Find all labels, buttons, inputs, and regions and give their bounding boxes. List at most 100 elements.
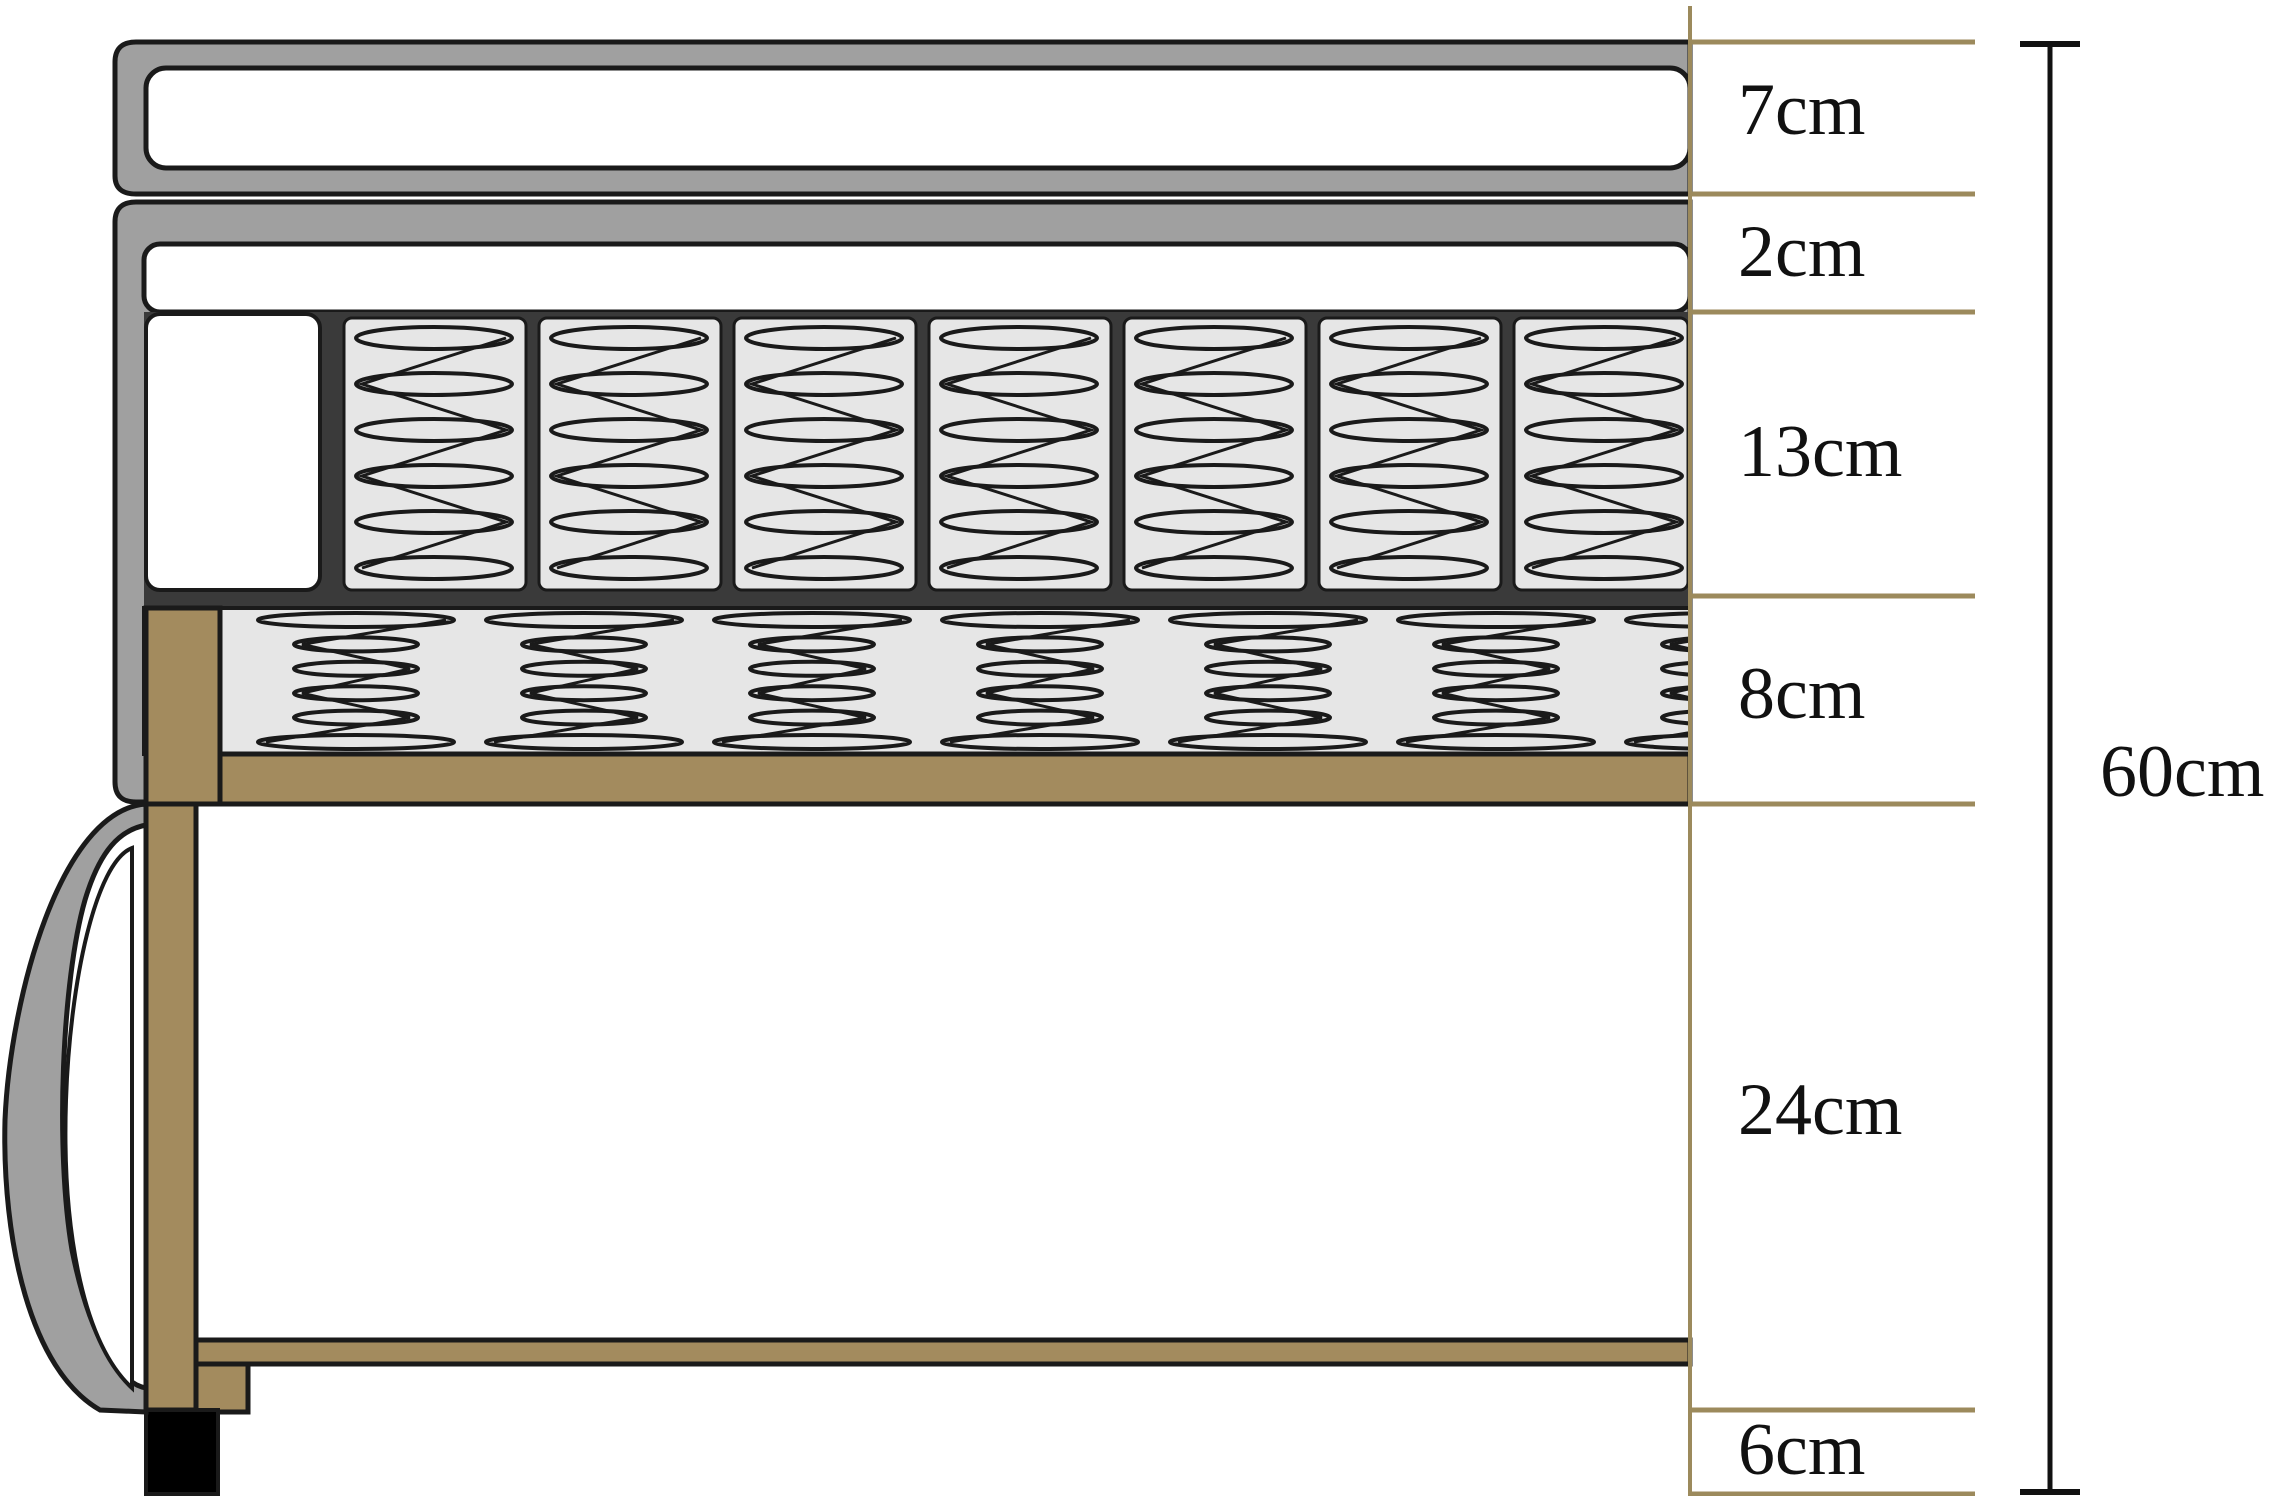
spring-coil <box>744 509 904 535</box>
spring-wire <box>1332 336 1486 570</box>
spring-coil <box>1329 555 1489 581</box>
spring-coil <box>354 325 514 351</box>
pocket-spring <box>342 316 528 592</box>
spring-coil <box>354 463 514 489</box>
spring-coil <box>1329 417 1489 443</box>
layer-label-bonnell: 8cm <box>1738 653 1865 735</box>
spring-coil <box>744 463 904 489</box>
spring-wire <box>1177 618 1359 744</box>
spring-coil <box>1168 733 1368 751</box>
spring-coil <box>1134 371 1294 397</box>
spring-coil <box>976 708 1104 727</box>
spring-coil <box>744 371 904 397</box>
spring-coil <box>549 555 709 581</box>
spring-coil <box>292 635 420 654</box>
bonnell-spring <box>940 611 1140 751</box>
frame-top-rail <box>217 751 1693 807</box>
spring-coil <box>354 509 514 535</box>
spring-wire <box>942 336 1096 570</box>
total-height-bracket <box>2020 41 2080 1495</box>
spring-coil <box>940 733 1140 751</box>
spring-coil <box>292 684 420 703</box>
layer-label-comfort: 2cm <box>1738 211 1865 293</box>
pocket-spring <box>927 316 1113 592</box>
spring-wire <box>1405 618 1587 744</box>
spring-coil <box>484 611 684 629</box>
spring-coil <box>744 417 904 443</box>
frame-bottom-rail <box>193 1337 1693 1367</box>
layer-label-base: 24cm <box>1738 1069 1902 1151</box>
spring-coil <box>1204 659 1332 678</box>
spring-coil <box>1329 371 1489 397</box>
spring-wire <box>493 618 675 744</box>
spring-coil <box>1524 371 1684 397</box>
comfort-layer <box>141 241 1693 315</box>
spring-coil <box>520 635 648 654</box>
frame-leg <box>143 801 199 1413</box>
spring-coil <box>939 463 1099 489</box>
spring-coil <box>939 325 1099 351</box>
spring-coil <box>1524 463 1684 489</box>
pocket-spring <box>1512 316 1690 592</box>
spring-coil <box>1660 661 1688 677</box>
spring-coil <box>748 684 876 703</box>
spring-coil <box>1329 509 1489 535</box>
spring-wire <box>552 336 706 570</box>
spring-coil <box>1396 733 1596 751</box>
spring-wire <box>747 336 901 570</box>
spring-coil <box>712 611 912 629</box>
spring-coil <box>748 708 876 727</box>
spring-coil <box>549 509 709 535</box>
pocket-spring <box>537 316 723 592</box>
spring-wire <box>721 618 903 744</box>
spring-coil <box>976 684 1104 703</box>
spring-wire <box>949 618 1131 744</box>
mattress <box>112 199 1693 805</box>
pocket-spring-row <box>342 316 1690 592</box>
spring-coil <box>1432 708 1560 727</box>
spring-coil <box>1524 509 1684 535</box>
spring-coil <box>1432 635 1560 654</box>
edge-foam <box>144 312 322 592</box>
spring-wire <box>357 336 511 570</box>
spring-coil <box>1432 659 1560 678</box>
side-handle <box>2 801 149 1415</box>
spring-coil <box>1624 733 1688 751</box>
spring-coil <box>292 659 420 678</box>
spring-coil <box>354 371 514 397</box>
spring-coil <box>1329 463 1489 489</box>
pocket-spring <box>1122 316 1308 592</box>
spring-coil <box>1134 509 1294 535</box>
spring-coil <box>1134 463 1294 489</box>
spring-coil <box>939 555 1099 581</box>
spring-coil <box>484 733 684 751</box>
spring-coil <box>976 635 1104 654</box>
spring-coil <box>1524 325 1684 351</box>
spring-coil <box>1524 417 1684 443</box>
bed-foot <box>144 1408 220 1496</box>
spring-coil <box>1134 325 1294 351</box>
bonnell-spring <box>1168 611 1368 751</box>
spring-coil <box>549 417 709 443</box>
spring-coil <box>939 509 1099 535</box>
layer-label-feet: 6cm <box>1738 1409 1865 1491</box>
spring-coil <box>549 463 709 489</box>
spring-wire <box>1527 336 1681 570</box>
spring-coil <box>1432 684 1560 703</box>
spring-coil <box>1660 685 1688 701</box>
spring-coil <box>1134 555 1294 581</box>
bonnell-spring <box>712 611 912 751</box>
spring-coil <box>292 708 420 727</box>
spring-coil <box>940 611 1140 629</box>
spring-coil <box>354 417 514 443</box>
dimension-guides <box>1688 6 1975 1496</box>
spring-coil <box>520 659 648 678</box>
spring-coil <box>744 555 904 581</box>
spring-coil <box>354 555 514 581</box>
spring-coil <box>1204 708 1332 727</box>
spring-coil <box>1168 611 1368 629</box>
spring-coil <box>1396 611 1596 629</box>
frame-bottom-block <box>193 1361 251 1415</box>
spring-coil <box>1134 417 1294 443</box>
